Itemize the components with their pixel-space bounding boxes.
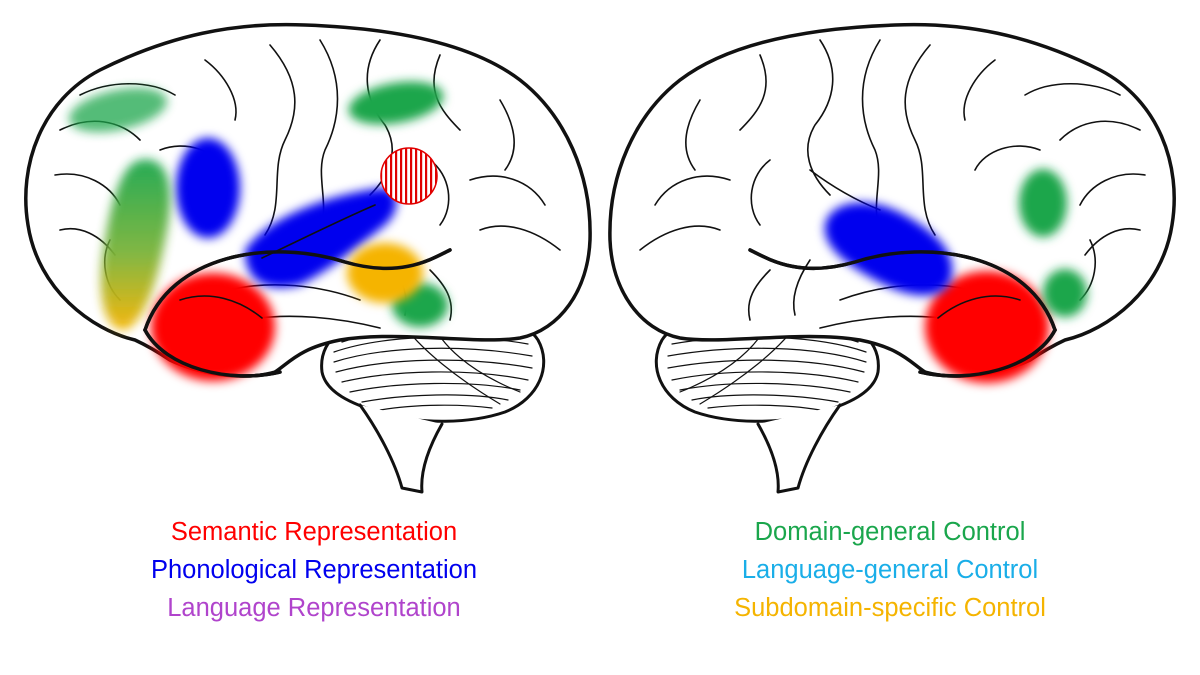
legend-item-subdomain-specific-control: Subdomain-specific Control <box>734 594 1046 622</box>
left-domain-general-region-frontal <box>68 87 168 133</box>
right-phonological-region <box>824 202 953 296</box>
legend-item-language-representation: Language Representation <box>167 594 461 622</box>
left-hemisphere <box>24 22 592 494</box>
legend-control: Domain-general Control Language-general … <box>630 513 1150 627</box>
left-language-representation-hatched <box>380 147 438 205</box>
legend-representation: Semantic Representation Phonological Rep… <box>54 513 574 627</box>
left-subdomain-specific-region <box>347 243 423 303</box>
right-domain-general-region-frontal <box>1019 169 1067 237</box>
left-cerebrum-outline <box>24 22 592 378</box>
right-hemisphere <box>608 22 1176 494</box>
legend-item-domain-general-control: Domain-general Control <box>754 518 1026 546</box>
legend-item-language-general-control: Language-general Control <box>741 556 1039 584</box>
left-control-gradient-region <box>100 159 171 330</box>
right-brainstem <box>756 403 842 494</box>
legend-item-semantic-representation: Semantic Representation <box>170 518 458 546</box>
left-domain-general-region-parietal <box>348 81 444 125</box>
legend-item-phonological-representation: Phonological Representation <box>150 556 478 584</box>
left-brainstem <box>358 403 444 494</box>
left-phonological-region-upper <box>176 138 240 238</box>
right-cerebrum-outline <box>608 22 1176 378</box>
right-domain-general-region-lower <box>1043 269 1087 317</box>
brain-diagram <box>24 22 1176 494</box>
